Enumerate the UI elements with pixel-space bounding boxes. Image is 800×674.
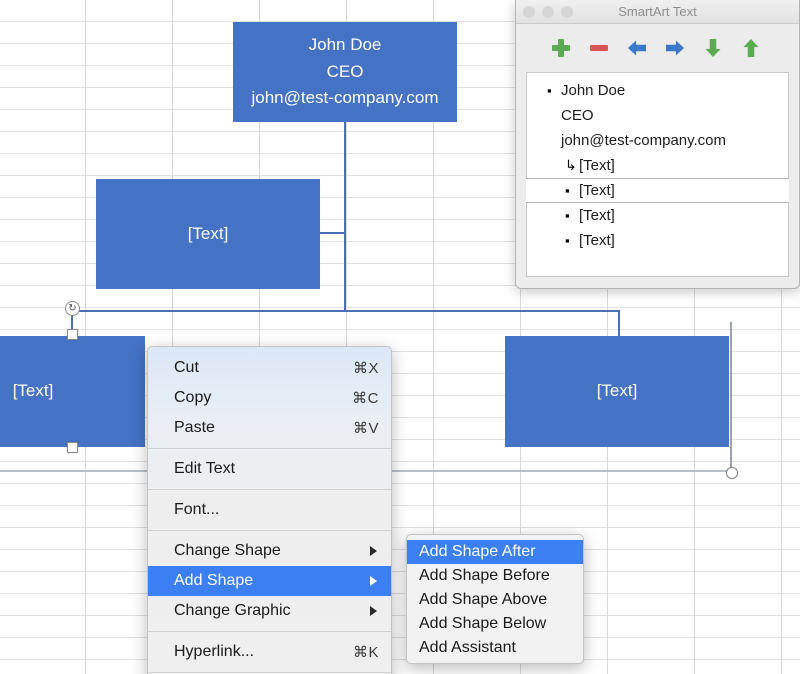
- menu-item-label: Change Graphic: [174, 602, 291, 619]
- submenu-item-label: Add Shape After: [419, 543, 536, 560]
- list-item-label: [Text]: [579, 157, 615, 174]
- smartart-titlebar[interactable]: SmartArt Text: [516, 0, 799, 24]
- menu-item-change-graphic[interactable]: Change Graphic: [148, 596, 391, 626]
- menu-item-hyperlink[interactable]: Hyperlink... ⌘K: [148, 637, 391, 667]
- list-item[interactable]: John Doe: [527, 78, 788, 103]
- submenu-item-label: Add Shape Before: [419, 567, 550, 584]
- selection-handle-bottom[interactable]: [67, 442, 78, 453]
- add-shape-submenu[interactable]: Add Shape After Add Shape Before Add Sha…: [406, 534, 584, 664]
- connector-assistant-stub: [320, 232, 345, 234]
- menu-item-shortcut: ⌘X: [352, 360, 379, 377]
- submenu-item-add-shape-after[interactable]: Add Shape After: [407, 540, 583, 564]
- smartart-text-list[interactable]: John Doe CEO john@test-company.com [Text…: [526, 72, 789, 277]
- list-item-selected[interactable]: [Text]: [526, 178, 789, 203]
- list-item[interactable]: [Text]: [527, 153, 788, 178]
- menu-item-label: Cut: [174, 359, 199, 376]
- shape-text-line: [Text]: [187, 223, 229, 243]
- menu-item-shortcut: ⌘C: [352, 390, 379, 407]
- submenu-item-add-shape-before[interactable]: Add Shape Before: [407, 564, 583, 588]
- menu-separator: [148, 448, 391, 449]
- submenu-item-add-assistant[interactable]: Add Assistant: [407, 636, 583, 660]
- menu-separator: [148, 489, 391, 490]
- chevron-right-icon: [370, 606, 377, 616]
- bullet-icon: [565, 183, 579, 198]
- plus-icon[interactable]: [552, 39, 570, 57]
- menu-item-label: Font...: [174, 501, 220, 518]
- arrow-right-icon[interactable]: [666, 40, 684, 56]
- menu-item-shortcut: ⌘K: [352, 644, 379, 661]
- menu-item-label: Copy: [174, 389, 212, 406]
- minimize-button[interactable]: [542, 5, 554, 18]
- org-shape-ceo[interactable]: John Doe CEO john@test-company.com: [233, 22, 457, 122]
- close-button[interactable]: [523, 5, 535, 18]
- smartart-text-window[interactable]: SmartArt Text John Doe CEO john@test-com…: [515, 0, 800, 289]
- menu-item-font[interactable]: Font...: [148, 495, 391, 525]
- submenu-item-label: Add Shape Below: [419, 615, 547, 632]
- shape-text-line: CEO: [326, 61, 364, 81]
- menu-item-label: Add Shape: [174, 572, 254, 589]
- list-item[interactable]: john@test-company.com: [527, 128, 788, 153]
- list-item-label: [Text]: [579, 207, 615, 224]
- connector-horizontal-bus: [71, 310, 620, 312]
- menu-item-label: Paste: [174, 419, 215, 436]
- list-item-label: CEO: [561, 107, 594, 124]
- menu-item-paste[interactable]: Paste ⌘V: [148, 413, 391, 443]
- shape-text-line: [Text]: [12, 381, 54, 401]
- menu-separator: [148, 631, 391, 632]
- menu-item-copy[interactable]: Copy ⌘C: [148, 383, 391, 413]
- menu-item-edit-text[interactable]: Edit Text: [148, 454, 391, 484]
- shape-text-line: john@test-company.com: [251, 88, 439, 108]
- list-item-label: john@test-company.com: [561, 132, 727, 149]
- arrow-left-icon[interactable]: [628, 40, 646, 56]
- context-menu[interactable]: Cut ⌘X Copy ⌘C Paste ⌘V Edit Text Font..…: [147, 346, 392, 674]
- menu-separator: [148, 530, 391, 531]
- minus-icon[interactable]: [590, 39, 608, 57]
- list-item[interactable]: [Text]: [527, 203, 788, 228]
- bullet-icon: [565, 208, 579, 223]
- shape-text-line: [Text]: [596, 381, 638, 401]
- org-shape-assistant[interactable]: [Text]: [96, 179, 320, 289]
- submenu-item-add-shape-above[interactable]: Add Shape Above: [407, 588, 583, 612]
- menu-separator: [148, 672, 391, 673]
- arrow-up-icon[interactable]: [743, 39, 759, 57]
- menu-item-cut[interactable]: Cut ⌘X: [148, 353, 391, 383]
- selection-frame-right: [730, 322, 732, 470]
- submenu-item-label: Add Assistant: [419, 639, 516, 656]
- shape-text-line: John Doe: [308, 35, 382, 55]
- org-shape-left-selected[interactable]: [Text]: [0, 336, 145, 447]
- org-shape-right[interactable]: [Text]: [505, 336, 729, 447]
- list-item[interactable]: [Text]: [527, 228, 788, 253]
- menu-item-add-shape[interactable]: Add Shape: [148, 566, 391, 596]
- submenu-item-add-shape-below[interactable]: Add Shape Below: [407, 612, 583, 636]
- smartart-window-title: SmartArt Text: [618, 4, 697, 19]
- selection-handle-top[interactable]: [67, 329, 78, 340]
- list-item[interactable]: CEO: [527, 103, 788, 128]
- menu-item-label: Hyperlink...: [174, 643, 255, 660]
- list-item-label: [Text]: [579, 182, 615, 199]
- chevron-right-icon: [370, 576, 377, 586]
- maximize-button[interactable]: [561, 5, 573, 18]
- menu-item-change-shape[interactable]: Change Shape: [148, 536, 391, 566]
- list-item-label: [Text]: [579, 232, 615, 249]
- chevron-right-icon: [370, 546, 377, 556]
- rotate-handle-stem: [71, 314, 73, 332]
- menu-item-label: Change Shape: [174, 542, 281, 559]
- rotate-handle[interactable]: ↻: [65, 301, 80, 316]
- menu-item-label: Edit Text: [174, 460, 236, 477]
- menu-item-shortcut: ⌘V: [352, 420, 379, 437]
- submenu-item-label: Add Shape Above: [419, 591, 548, 608]
- selection-handle-bottom-right[interactable]: [726, 467, 738, 479]
- connector-ceo-vertical: [344, 122, 346, 312]
- elbow-icon: [565, 157, 579, 174]
- connector-right-child-drop: [618, 310, 620, 336]
- list-item-label: John Doe: [561, 82, 626, 99]
- smartart-toolbar: [516, 24, 799, 72]
- bullet-icon: [565, 233, 579, 248]
- arrow-down-icon[interactable]: [705, 39, 721, 57]
- bullet-icon: [547, 83, 561, 98]
